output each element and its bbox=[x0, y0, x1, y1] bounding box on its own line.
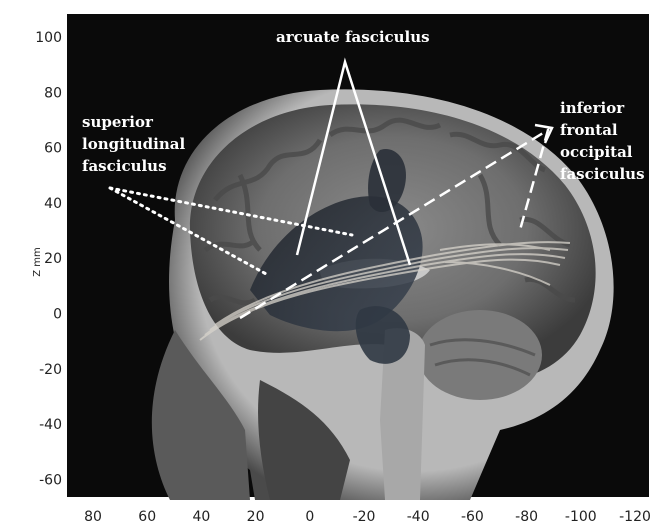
label-superior-longitudinal-fasciculus: superior longitudinal fasciculus bbox=[82, 111, 185, 177]
y-tick-label: 40 bbox=[44, 196, 62, 212]
x-tick-label: -40 bbox=[407, 509, 430, 525]
x-tick-label: 80 bbox=[84, 509, 102, 525]
x-tick-label: -60 bbox=[461, 509, 484, 525]
y-tick-label: 80 bbox=[44, 85, 62, 101]
y-tick-label: 60 bbox=[44, 141, 62, 157]
label-inferior-frontal-occipital-fasciculus: inferior frontal occipital fasciculus bbox=[560, 97, 645, 185]
y-tick-label: -40 bbox=[39, 417, 62, 433]
y-tick-label: 0 bbox=[53, 307, 62, 323]
label-arcuate-fasciculus: arcuate fasciculus bbox=[276, 26, 430, 48]
y-tick-label: 100 bbox=[35, 30, 62, 46]
x-tick-label: 40 bbox=[192, 509, 210, 525]
y-tick-label: 20 bbox=[44, 251, 62, 267]
x-tick-label: 0 bbox=[305, 509, 314, 525]
x-tick-label: -120 bbox=[619, 509, 651, 525]
x-tick-label: -100 bbox=[565, 509, 597, 525]
x-tick-label: 60 bbox=[138, 509, 156, 525]
x-tick-label: -80 bbox=[515, 509, 538, 525]
y-axis-label: Z mm bbox=[32, 247, 43, 277]
x-axis-ticks: 80 60 40 20 0 -20 -40 -60 -80 -100 -120 bbox=[84, 509, 651, 525]
y-tick-label: -60 bbox=[39, 472, 62, 488]
x-tick-label: -20 bbox=[353, 509, 376, 525]
y-tick-label: -20 bbox=[39, 362, 62, 378]
x-tick-label: 20 bbox=[247, 509, 265, 525]
cerebellum bbox=[418, 310, 542, 400]
